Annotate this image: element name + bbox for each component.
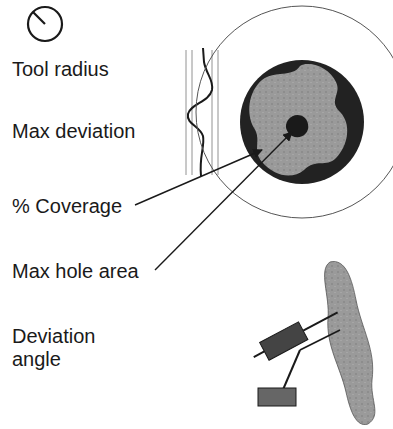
- tool-wall-sketch: [249, 262, 375, 425]
- tool-radius-icon: [28, 7, 62, 41]
- label-text: Deviation angle: [12, 325, 117, 371]
- label-text: Tool radius: [12, 58, 162, 81]
- leader-line: [155, 132, 292, 270]
- deviation-profile: [186, 48, 218, 176]
- coverage-disc: [196, 6, 393, 218]
- label-text: Max deviation: [12, 120, 177, 143]
- label-text: Max hole area: [12, 260, 152, 283]
- leader-line: [135, 150, 262, 205]
- label-text: % Coverage: [12, 195, 132, 218]
